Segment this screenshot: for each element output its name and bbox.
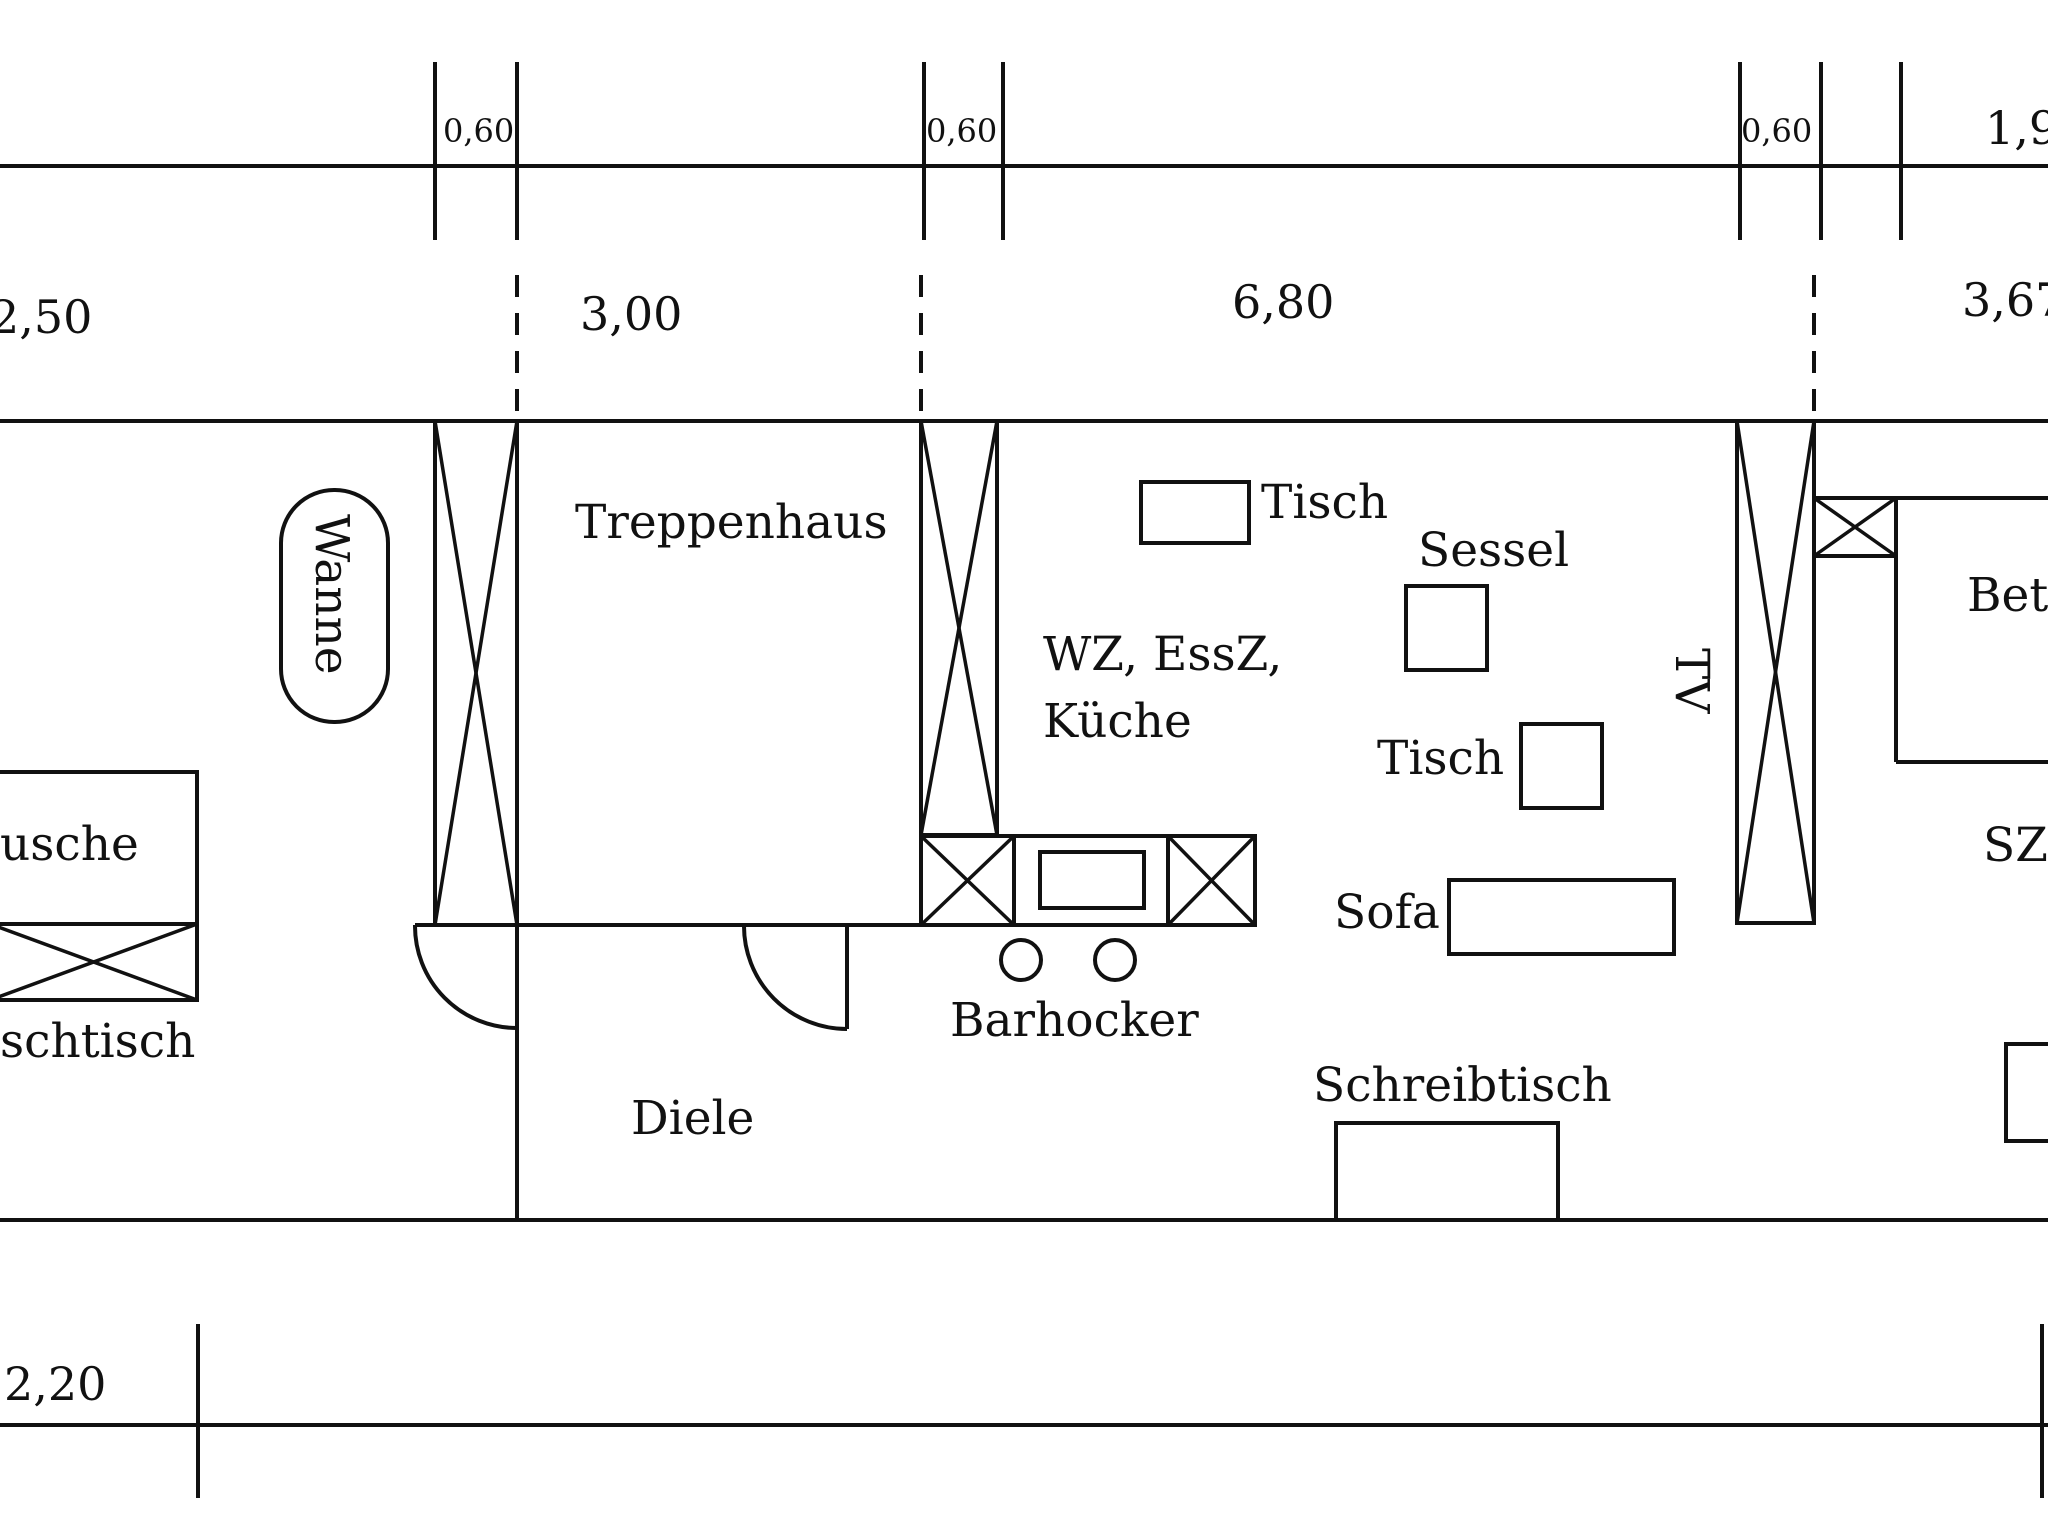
- kitchen-counter: [919, 834, 1257, 927]
- bathtub: Wanne: [279, 488, 390, 724]
- wall-shaft-2: [919, 419, 999, 837]
- bar-stools: Barhocker: [950, 938, 1199, 1048]
- door-bathroom: [412, 923, 519, 1030]
- room-label-living-kitchen: Küche: [1043, 694, 1192, 749]
- tv: TV: [1664, 648, 1719, 714]
- dimension-label: 2,20: [4, 1357, 106, 1411]
- exterior-walls: [0, 419, 2048, 1222]
- room-label-stairwell: Treppenhaus: [575, 495, 888, 550]
- interior-walls: [515, 923, 1256, 1220]
- nightstand: [2004, 1042, 2048, 1143]
- shower: usche: [0, 770, 199, 926]
- washbasin: schtisch: [0, 922, 199, 1069]
- dimension-label: 1,9: [1985, 101, 2048, 155]
- desk-label: Schreibtisch: [1313, 1058, 1612, 1113]
- bed: Bett: [1812, 496, 2048, 764]
- sofa: Sofa: [1334, 878, 1676, 956]
- dimension-label: 0,60: [926, 112, 997, 150]
- table-label: Tisch: [1261, 475, 1388, 530]
- armchair: Sessel: [1404, 523, 1569, 672]
- bar-stools-label: Barhocker: [950, 993, 1199, 1048]
- span-dimensions: 2,50 3,00 6,80 3,67: [0, 273, 2048, 420]
- armchair-label: Sessel: [1418, 523, 1569, 578]
- wall-shaft-3: [1735, 419, 1816, 925]
- washbasin-label: schtisch: [0, 1014, 195, 1069]
- bottom-dimension-chain: 2,20: [0, 1324, 2048, 1498]
- dimension-label: 3,67: [1962, 273, 2048, 327]
- desk: Schreibtisch: [1313, 1058, 1612, 1222]
- bed-label: Bett: [1967, 568, 2048, 623]
- dimension-label: 2,50: [0, 290, 92, 344]
- top-dimension-chain: 0,60 0,60 0,60 1,9: [0, 62, 2048, 240]
- table-label: Tisch: [1377, 731, 1504, 786]
- dimension-label: 6,80: [1232, 275, 1334, 329]
- table-middle: Tisch: [1377, 722, 1604, 810]
- table-top: Tisch: [1139, 475, 1388, 545]
- dimension-label: 3,00: [580, 287, 682, 341]
- tv-label: TV: [1664, 648, 1719, 714]
- room-label-hallway: Diele: [631, 1091, 754, 1146]
- bathtub-label: Wanne: [304, 514, 359, 675]
- dimension-label: 0,60: [443, 112, 514, 150]
- dimension-label: 0,60: [1741, 112, 1812, 150]
- room-label-bedroom: SZ: [1983, 818, 2048, 873]
- room-label-living: WZ, EssZ,: [1043, 627, 1282, 682]
- wall-shaft-1: [433, 419, 519, 927]
- door-stairwell: [741, 924, 849, 1031]
- sofa-label: Sofa: [1334, 885, 1440, 940]
- shower-label: usche: [0, 817, 139, 872]
